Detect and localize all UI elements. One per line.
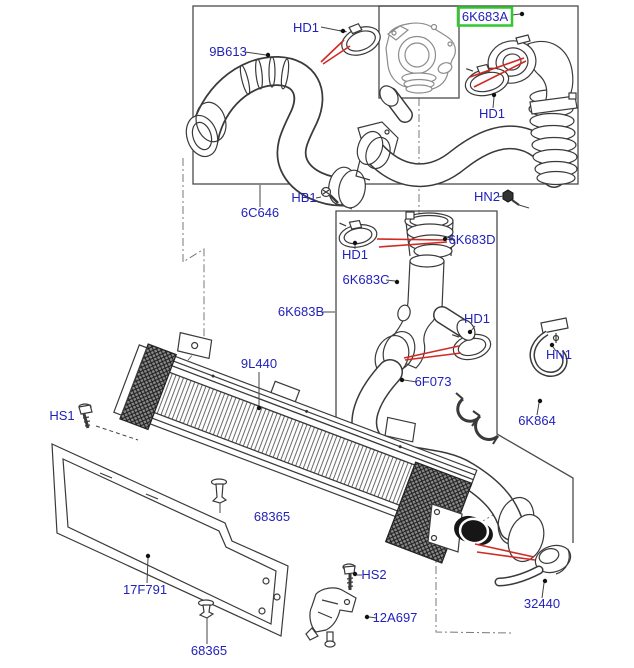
part-label-68365-top[interactable]: 68365 — [254, 509, 290, 524]
hose-9b613-drawing — [185, 56, 366, 209]
part-label-32440[interactable]: 32440 — [524, 596, 560, 611]
part-label-hd1-top[interactable]: HD1 — [293, 20, 319, 35]
leader-lines — [95, 11, 557, 644]
screw-hs1 — [78, 403, 93, 429]
part-label-6c646[interactable]: 6C646 — [241, 205, 279, 220]
part-label-hs2[interactable]: HS2 — [361, 567, 386, 582]
part-label-hs1[interactable]: HS1 — [49, 408, 74, 423]
deflector-panel-drawing — [51, 443, 289, 637]
part-label-6k864[interactable]: 6K864 — [518, 413, 556, 428]
group-boxes — [192, 5, 579, 543]
part-label-hn1[interactable]: HN1 — [546, 347, 572, 362]
part-label-hb1[interactable]: HB1 — [291, 190, 316, 205]
intercooler-drawing — [113, 331, 478, 564]
part-label-6f073[interactable]: 6F073 — [415, 374, 452, 389]
rivet-68365-bottom — [197, 599, 215, 619]
part-label-9b613[interactable]: 9B613 — [209, 44, 247, 59]
part-label-6k683b[interactable]: 6K683B — [278, 304, 324, 319]
part-label-12a697[interactable]: 12A697 — [373, 610, 418, 625]
selected-part-highlight[interactable]: 6K683A — [456, 6, 514, 27]
lower-group-boundary — [335, 210, 574, 543]
hose-32440-drawing — [494, 544, 572, 587]
part-label-17f791[interactable]: 17F791 — [123, 582, 167, 597]
part-label-9l440[interactable]: 9L440 — [241, 356, 277, 371]
part-label-6k683d[interactable]: 6K683D — [449, 232, 496, 247]
part-label-hd1-right[interactable]: HD1 — [479, 106, 505, 121]
outlet-coupling-drawing — [427, 503, 493, 553]
throttle-body-box — [378, 5, 460, 99]
part-label-6k683c[interactable]: 6K683C — [343, 272, 390, 287]
rivet-68365-top — [210, 478, 228, 504]
throttle-body-drawing — [385, 22, 456, 94]
c-clips-drawing — [455, 392, 500, 445]
red-pointer-arrows — [320, 39, 536, 561]
part-label-6k683a[interactable]: 6K683A — [462, 9, 509, 24]
hook-bracket-drawing — [529, 317, 569, 377]
bracket-12a697-drawing — [305, 587, 357, 648]
clamp-hd1-mid — [338, 219, 378, 248]
part-label-hn2[interactable]: HN2 — [474, 189, 500, 204]
clamp-hd1-top — [339, 22, 381, 56]
part-label-68365-bottom[interactable]: 68365 — [191, 643, 227, 658]
nut-hn2 — [502, 189, 520, 206]
bolt-hb1 — [320, 186, 339, 204]
part-label-hd1-mid[interactable]: HD1 — [342, 247, 368, 262]
highlight-box — [456, 6, 514, 27]
part-label-hd1-lower[interactable]: HD1 — [464, 311, 490, 326]
elbow-6k683d-drawing — [404, 211, 456, 259]
